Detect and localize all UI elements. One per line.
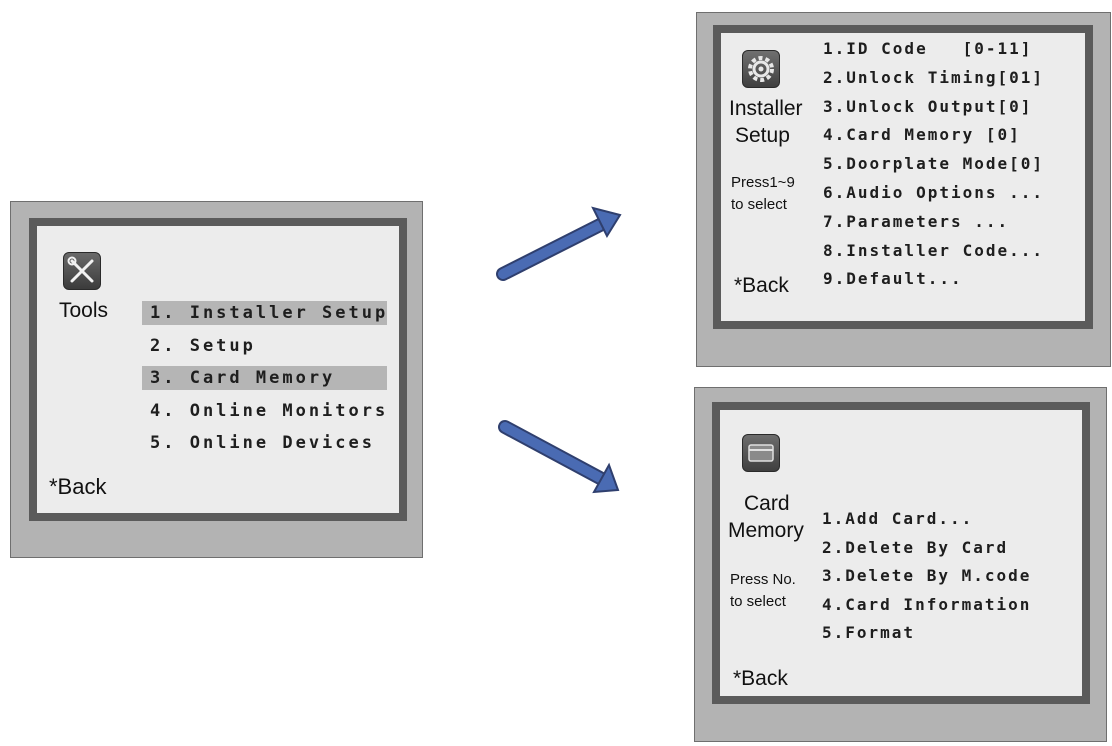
tools-back-button[interactable]: *Back (49, 474, 107, 499)
card-menu-item[interactable]: 1.Add Card... (822, 509, 974, 528)
card-panel: Card Memory Press No. to select 1.Add Ca… (694, 387, 1107, 742)
installer-title-line2: Setup (735, 124, 790, 147)
card-hint-line1: Press No. (730, 571, 796, 588)
installer-menu-item[interactable]: 5.Doorplate Mode[0] (823, 154, 1045, 174)
installer-menu-item[interactable]: 7.Parameters ... (823, 211, 1010, 231)
tools-menu-item[interactable]: 5. Online Devices (150, 433, 375, 453)
tools-title: Tools (59, 299, 109, 322)
installer-back-button[interactable]: *Back (734, 274, 789, 297)
card-menu-item[interactable]: 5.Format (822, 623, 916, 642)
card-menu-item[interactable]: 3.Delete By M.code (822, 566, 1032, 585)
gear-icon (742, 50, 780, 88)
card-title-line2: Memory (728, 519, 804, 542)
card-icon (742, 434, 780, 472)
card-hint-line2: to select (730, 593, 786, 610)
tools-menu-item[interactable]: 2. Setup (150, 335, 256, 356)
installer-menu-item[interactable]: 3.Unlock Output[0] (823, 96, 1033, 116)
card-title-line1: Card (744, 492, 790, 515)
tools-menu-item[interactable]: 4. Online Monitors (150, 400, 389, 421)
installer-menu-item[interactable]: 2.Unlock Timing[01] (823, 67, 1045, 87)
installer-menu-item[interactable]: 8.Installer Code... (823, 240, 1045, 260)
card-back-button[interactable]: *Back (733, 667, 788, 690)
card-menu-item[interactable]: 2.Delete By Card (822, 537, 1009, 557)
installer-screen: Installer Setup Press1~9 to select 1.ID … (713, 25, 1093, 329)
arrow-to-installer-icon (496, 206, 622, 281)
installer-menu-item[interactable]: 9.Default... (823, 269, 963, 289)
card-screen: Card Memory Press No. to select 1.Add Ca… (712, 402, 1090, 704)
card-menu-item[interactable]: 4.Card Information (822, 594, 1032, 614)
tools-screen: Tools 1. Installer Setup 2. Setup 3. Card … (29, 218, 407, 521)
installer-menu-item[interactable]: 1.ID Code [0-11] (823, 39, 1033, 58)
tools-menu-item[interactable]: 3. Card Memory (142, 366, 387, 390)
installer-hint-line1: Press1~9 (731, 174, 795, 191)
installer-hint-line2: to select (731, 196, 787, 213)
installer-menu-item[interactable]: 4.Card Memory [0] (823, 125, 1021, 145)
installer-title-line1: Installer (729, 97, 803, 120)
installer-menu-item[interactable]: 6.Audio Options ... (823, 183, 1045, 202)
tools-menu-item[interactable]: 1. Installer Setup (142, 301, 387, 325)
tools-icon (63, 252, 101, 290)
tools-panel: Tools 1. Installer Setup 2. Setup 3. Card … (10, 201, 423, 558)
arrow-to-card-icon (498, 420, 620, 494)
installer-panel: Installer Setup Press1~9 to select 1.ID … (696, 12, 1111, 367)
